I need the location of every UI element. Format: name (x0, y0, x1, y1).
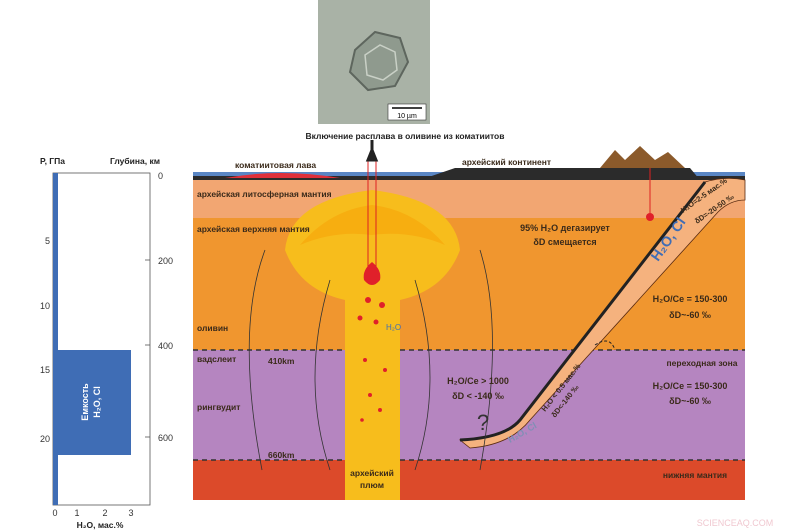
p-tick: 20 (40, 434, 50, 444)
capacity-bar (53, 173, 131, 505)
plume-h2o-label: H₂O (386, 323, 401, 332)
deep-ratio-label: H₂O/Ce > 1000 (447, 376, 509, 386)
deep-dd-label: δD < -140 ‰ (452, 391, 504, 401)
question-mark: ? (477, 410, 489, 435)
x-tick: 3 (128, 508, 133, 518)
x-tick: 2 (102, 508, 107, 518)
degas-label-2: δD смещается (533, 237, 596, 247)
capacity-plot: P, ГПа Глубина, км Емкость H₂O, Cl 5 10 … (40, 156, 173, 530)
komatiite-lava-label: коматиитовая лава (235, 160, 316, 170)
depth-tick: 400 (158, 341, 173, 351)
upper-ratio-label: H₂O/Ce = 150-300 (653, 294, 728, 304)
x-axis-title: H₂O, мас.% (77, 520, 124, 530)
scale-label: 10 µm (397, 113, 417, 120)
p-tick: 5 (45, 236, 50, 246)
x-tick: 0 (52, 508, 57, 518)
mantle-section: H₂O (193, 140, 746, 500)
660km-label: 660km (268, 450, 295, 460)
ringwoodite-label: рингвудит (197, 402, 240, 412)
pressure-axis-title: P, ГПа (40, 156, 65, 166)
photo-caption: Включение расплава в оливине из коматиит… (306, 131, 505, 141)
depth-tick: 600 (158, 433, 173, 443)
upper-mantle-label: архейская верхняя мантия (197, 224, 310, 234)
bar-label: Емкость (80, 383, 90, 421)
p-tick: 15 (40, 365, 50, 375)
plume-label-2: плюм (360, 480, 384, 490)
bar-label-2: H₂O, Cl (92, 386, 102, 418)
tz-ratio-label: H₂O/Ce = 150-300 (653, 381, 728, 391)
wadsleyite-label: вадслеит (197, 354, 236, 364)
melt-inclusion-photo: 10 µm (318, 0, 430, 124)
transition-zone-label: переходная зона (667, 358, 738, 368)
lithospheric-mantle-label: архейская литосферная мантия (197, 189, 332, 199)
degas-label: 95% H₂O дегазирует (520, 223, 610, 233)
watermark: SCIENCEAQ.COM (697, 518, 774, 528)
tz-dd-label: δD~-60 ‰ (669, 396, 711, 406)
depth-tick: 200 (158, 256, 173, 266)
depth-axis-title: Глубина, км (110, 156, 160, 166)
depth-tick: 0 (158, 171, 163, 181)
olivine-label: оливин (197, 323, 228, 333)
410km-label: 410km (268, 356, 295, 366)
p-tick: 10 (40, 301, 50, 311)
lower-mantle-label: нижняя мантия (663, 470, 727, 480)
x-tick: 1 (74, 508, 79, 518)
plume-label: архейский (350, 468, 394, 478)
archean-continent-label: архейский континент (462, 157, 551, 167)
upper-dd-label: δD~-60 ‰ (669, 310, 711, 320)
